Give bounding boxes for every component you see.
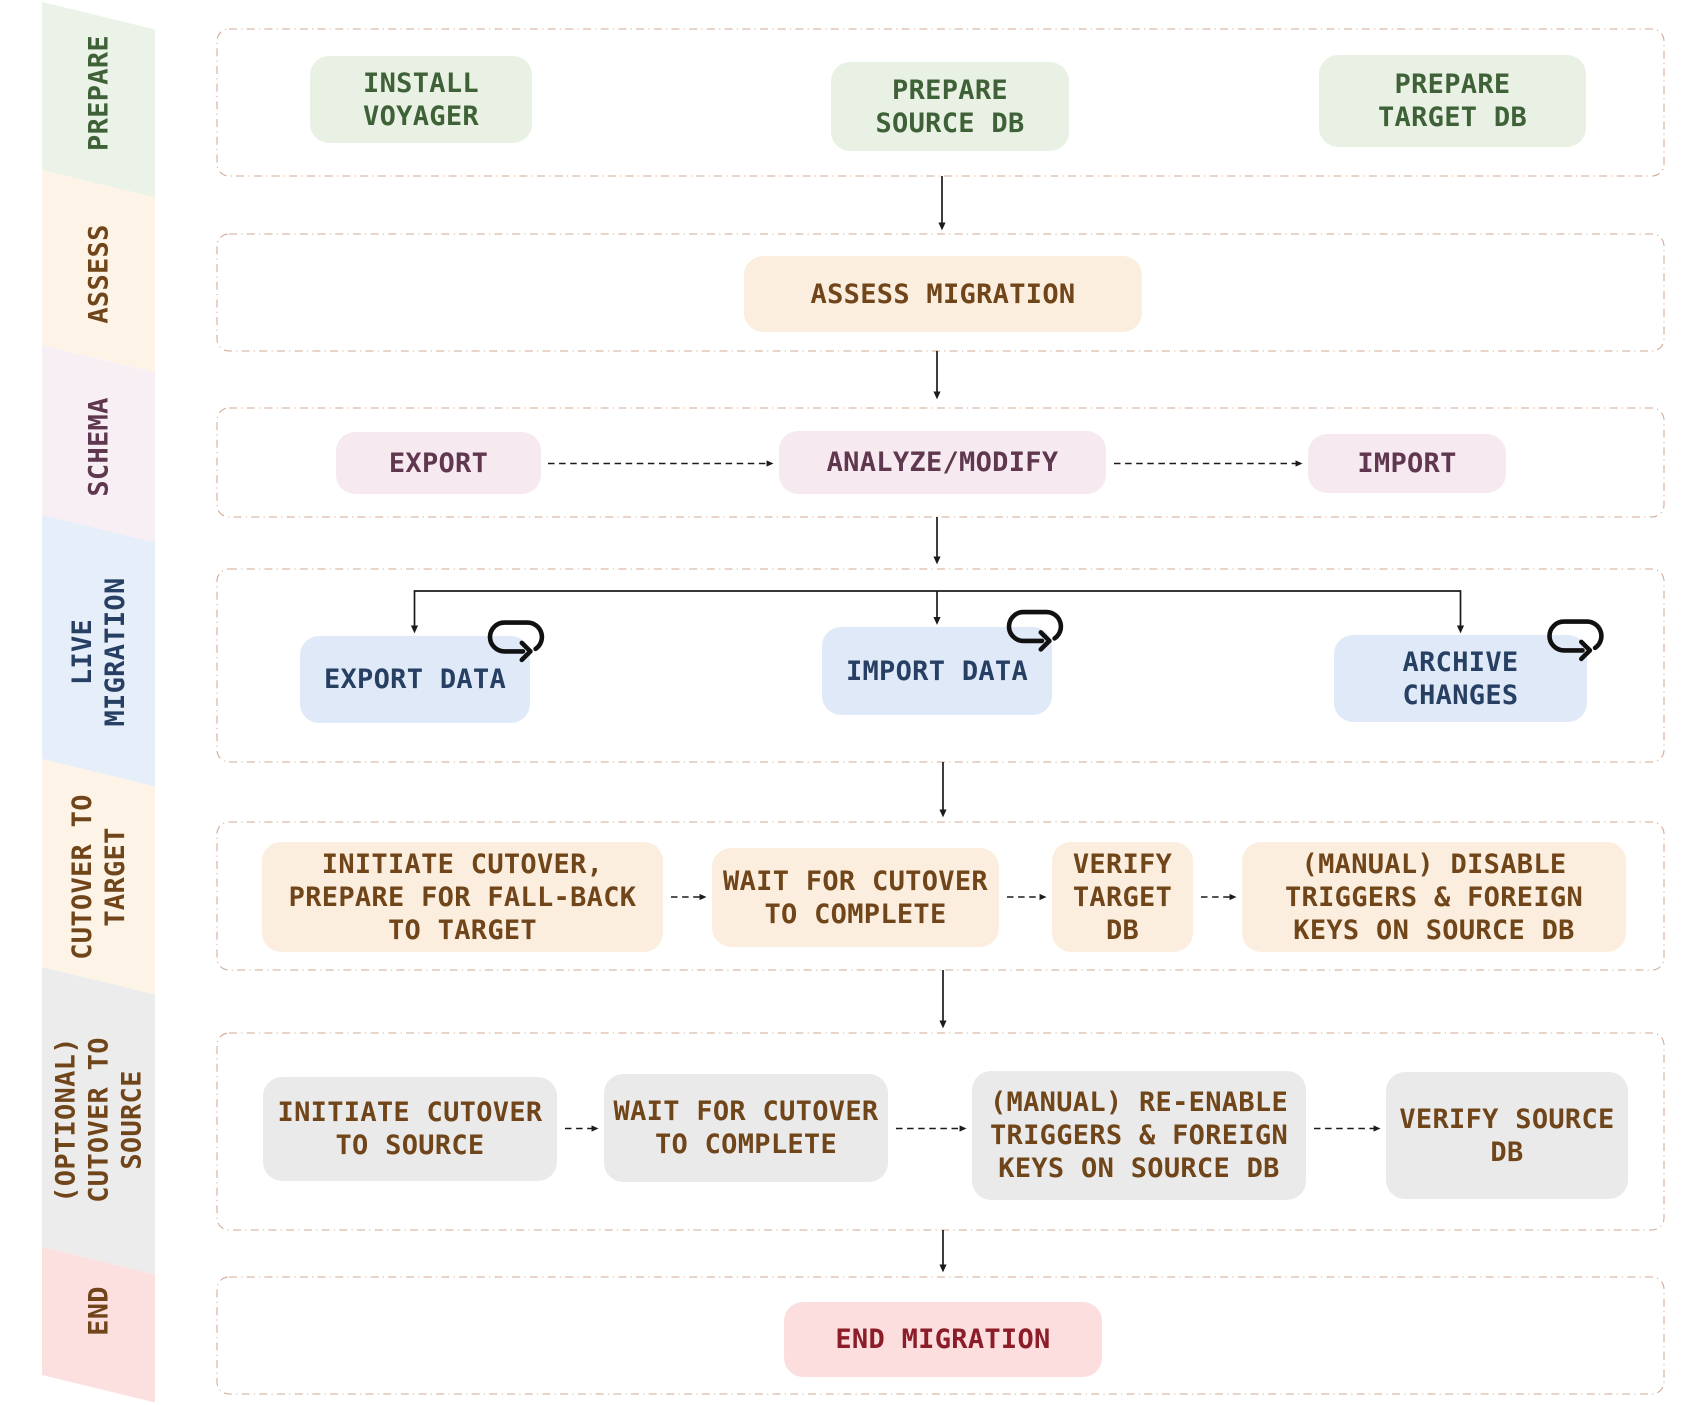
sidebar-label-assess: ASSESS [83, 224, 114, 324]
node-analyze-modify-schema: ANALYZE/MODIFY [779, 431, 1106, 494]
sidebar-band-end [42, 1247, 155, 1403]
sidebar-band-prepare [42, 2, 155, 198]
lane-cutover-to-target [216, 821, 1665, 971]
node-verify-source-db: VERIFY SOURCE DB [1386, 1072, 1628, 1199]
live-migration-branch [410, 590, 1465, 634]
sidebar-band-schema [42, 345, 155, 543]
node-wait-cutover-target: WAIT FOR CUTOVER TO COMPLETE [712, 848, 999, 947]
node-export-schema: EXPORT [336, 432, 541, 494]
sidebar-label-prepare: PREPARE [83, 35, 114, 151]
dashed-step-arrows [548, 460, 1381, 1132]
swimlane-borders [216, 28, 1665, 1395]
node-verify-target-db: VERIFY TARGET DB [1052, 842, 1193, 952]
node-prepare-target-db: PREPARE TARGET DB [1319, 55, 1586, 147]
node-import-schema: IMPORT [1308, 434, 1506, 493]
sidebar-label-schema: SCHEMA [83, 397, 114, 497]
lane-cutover-to-source [216, 1032, 1665, 1231]
lane-prepare [216, 28, 1665, 177]
node-wait-cutover-source: WAIT FOR CUTOVER TO COMPLETE [604, 1074, 888, 1182]
sidebar-band-live-migration [42, 515, 155, 787]
branch-drop-archive-changes [937, 590, 1465, 634]
lane-end [216, 1276, 1665, 1395]
node-initiate-cutover-source: INITIATE CUTOVER TO SOURCE [263, 1077, 557, 1181]
node-disable-triggers: (MANUAL) DISABLE TRIGGERS & FOREIGN KEYS… [1242, 842, 1626, 952]
lane-assess [216, 233, 1665, 352]
sidebar-label-cutover-to-source: (OPTIONAL) CUTOVER TO SOURCE [50, 1037, 147, 1203]
sidebar-band-cutover-to-source [42, 967, 155, 1275]
node-assess-migration: ASSESS MIGRATION [744, 256, 1142, 332]
sidebar-label-live-migration: LIVE MIGRATION [66, 577, 131, 727]
node-prepare-source-db: PREPARE SOURCE DB [831, 62, 1069, 151]
node-install-voyager: INSTALL VOYAGER [310, 56, 532, 143]
sidebar-label-end: END [83, 1286, 114, 1336]
node-reenable-triggers: (MANUAL) RE-ENABLE TRIGGERS & FOREIGN KE… [972, 1071, 1306, 1200]
lane-schema [216, 407, 1665, 518]
sidebar-label-cutover-to-target: CUTOVER TO TARGET [66, 794, 131, 960]
node-export-data: EXPORT DATA [300, 636, 530, 723]
sidebar-band-assess [42, 170, 155, 373]
branch-drop-export-data [410, 590, 937, 634]
node-end-migration: END MIGRATION [784, 1302, 1102, 1377]
lane-live-migration [216, 568, 1665, 763]
node-import-data: IMPORT DATA [822, 627, 1052, 715]
row-connector-arrows [933, 176, 947, 1273]
sidebar-bands [42, 2, 155, 1403]
node-archive-changes: ARCHIVE CHANGES [1334, 635, 1587, 722]
node-initiate-cutover-target: INITIATE CUTOVER, PREPARE FOR FALL-BACK … [262, 842, 663, 952]
sidebar-band-cutover-to-target [42, 759, 155, 995]
